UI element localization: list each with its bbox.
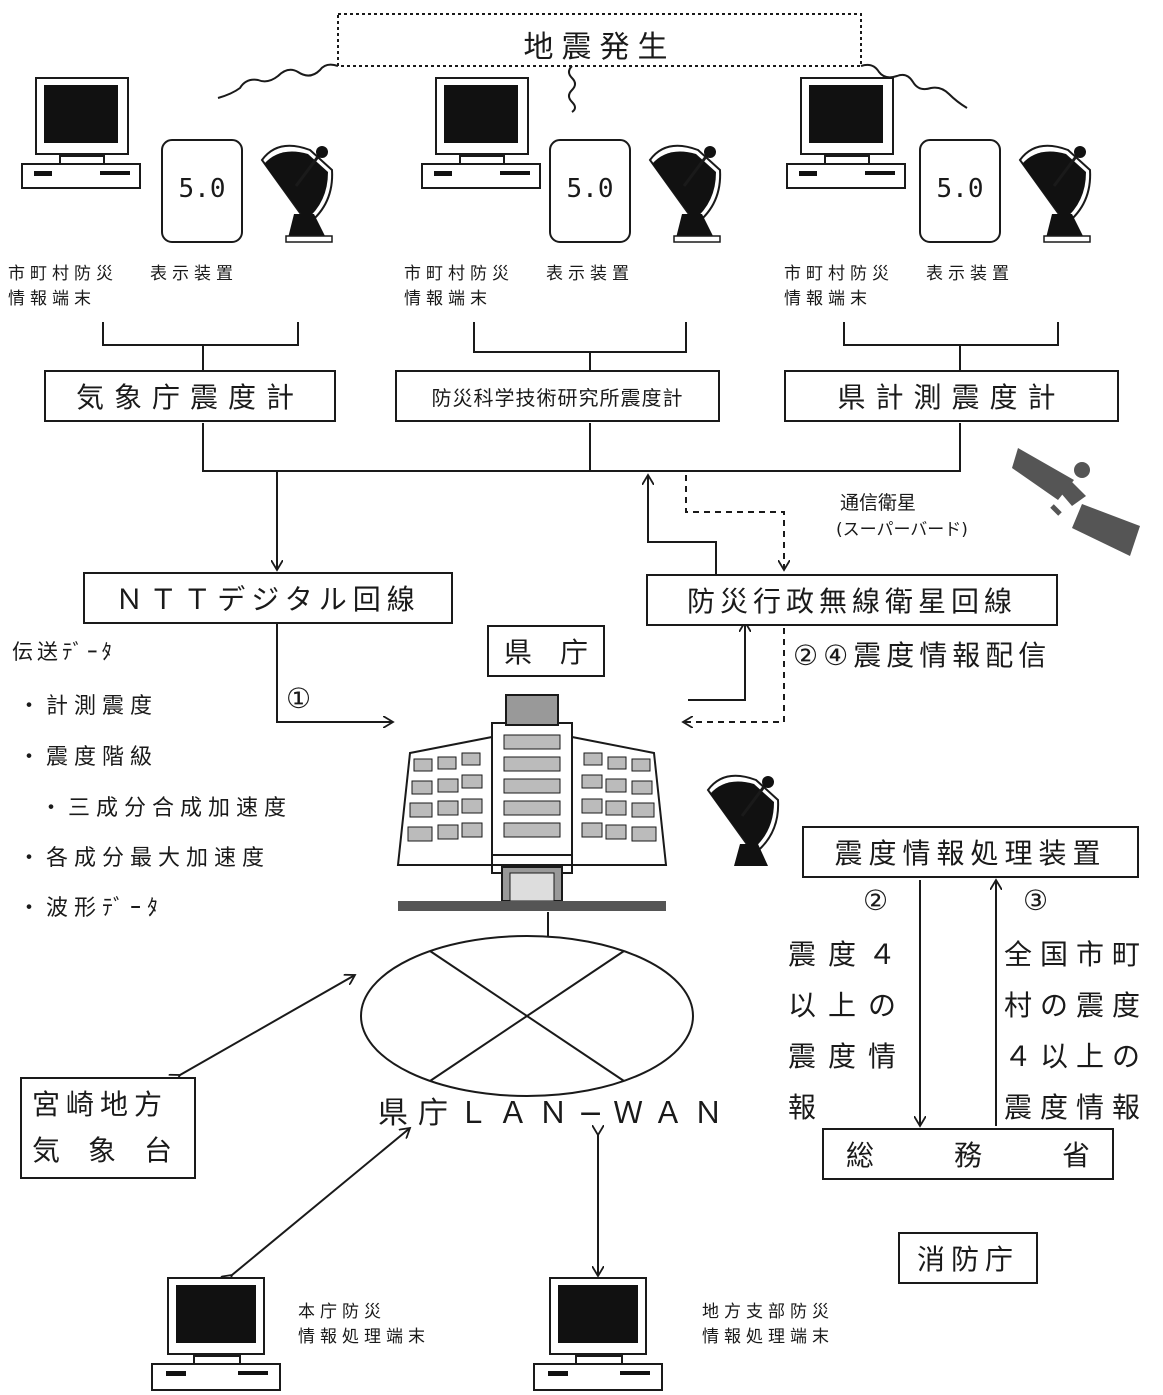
event-label: 地震発生 [338, 22, 861, 66]
satellite-dish-icon [262, 146, 332, 242]
hq-terminal-label: 情報処理端末 [298, 1325, 430, 1350]
computer-icon [22, 78, 140, 188]
communication-satellite-icon [1012, 448, 1140, 556]
left-col-line: 震度情 [788, 1031, 908, 1082]
data-list-title: 伝送ﾃﾞｰﾀ [12, 636, 116, 666]
branch-terminal-label: 地方支部防災 [702, 1300, 834, 1325]
met-office-label: 気 象 台 [32, 1128, 172, 1174]
display-label: 表示装置 [546, 262, 634, 287]
left-col-line: 報 [788, 1082, 828, 1133]
marker-1: ① [286, 682, 311, 715]
satellite-dish-icon [650, 146, 720, 242]
nied-seismometer-box: 防災科学技術研究所震度計 [395, 370, 720, 422]
satellite-dish-icon [708, 776, 778, 866]
terminal-label: 市町村防災 [404, 262, 514, 287]
satellite-line-box: 防災行政無線衛星回線 [646, 574, 1058, 626]
shoubou-label: 消防庁 [917, 1238, 1019, 1278]
soumu-char: 務 [954, 1134, 982, 1174]
satellite-dish-icon [1020, 146, 1090, 242]
terminal-label: 情報端末 [8, 287, 96, 312]
left-col-line: 以上の [788, 980, 908, 1031]
computer-icon [152, 1278, 280, 1390]
left-col-line: 震度４ [788, 929, 908, 980]
data-item: ・波形ﾃﾞｰﾀ [18, 890, 164, 922]
shoubou-box: 消防庁 [898, 1232, 1038, 1284]
terminal-label: 情報端末 [404, 287, 492, 312]
data-item: ・各成分最大加速度 [18, 840, 270, 872]
soumu-box: 総 務 省 [822, 1128, 1114, 1180]
satellite-sublabel: (スーパーバード) [836, 515, 968, 540]
marker-2: ② [863, 884, 888, 917]
processor-label: 震度情報処理装置 [834, 832, 1106, 872]
prefectural-office-building-icon [398, 695, 666, 911]
display-label: 表示装置 [150, 262, 238, 287]
satellite-line-label: 防災行政無線衛星回線 [687, 580, 1017, 620]
right-col-line: 村の震度 [1004, 980, 1148, 1031]
display-value: 5.0 [550, 174, 630, 204]
lan-wan-label: 県庁ＬＡＮ−ＷＡＮ [378, 1088, 733, 1132]
pref-seismometer-label: 県計測震度計 [837, 376, 1065, 416]
ntt-line-box: ＮＴＴデジタル回線 [83, 572, 453, 624]
jma-seismometer-label: 気象庁震度計 [76, 376, 304, 416]
right-col-line: ４以上の [1004, 1031, 1148, 1082]
right-col-line: 全国市町 [1004, 929, 1148, 980]
satellite-label: 通信衛星 [840, 488, 916, 515]
data-item: ・計測震度 [18, 688, 158, 720]
display-value: 5.0 [920, 174, 1000, 204]
computer-icon [787, 78, 905, 188]
soumu-char: 省 [1062, 1134, 1090, 1174]
terminal-label: 市町村防災 [8, 262, 118, 287]
distribution-label: ②④震度情報配信 [793, 634, 1051, 674]
computer-icon [422, 78, 540, 188]
pref-seismometer-box: 県計測震度計 [784, 370, 1119, 422]
data-item: ・三成分合成加速度 [40, 790, 292, 822]
terminal-label: 市町村防災 [784, 262, 894, 287]
data-item: ・震度階級 [18, 739, 158, 771]
jma-seismometer-box: 気象庁震度計 [44, 370, 336, 422]
ntt-line-label: ＮＴＴデジタル回線 [115, 578, 420, 618]
nied-seismometer-label: 防災科学技術研究所震度計 [432, 382, 684, 411]
hq-terminal-label: 本庁防災 [298, 1300, 386, 1325]
kencho-box: 県 庁 [487, 625, 605, 677]
branch-terminal-label: 情報処理端末 [702, 1325, 834, 1350]
met-office-box: 宮崎地方 気 象 台 [20, 1077, 196, 1179]
soumu-char: 総 [846, 1134, 874, 1174]
met-office-label: 宮崎地方 [32, 1082, 168, 1128]
terminal-label: 情報端末 [784, 287, 872, 312]
computer-icon [534, 1278, 662, 1390]
display-label: 表示装置 [926, 262, 1014, 287]
processor-box: 震度情報処理装置 [802, 826, 1139, 878]
kencho-label: 県 庁 [504, 631, 588, 671]
marker-3: ③ [1023, 884, 1048, 917]
right-col-line: 震度情報 [1004, 1082, 1148, 1133]
display-value: 5.0 [162, 174, 242, 204]
